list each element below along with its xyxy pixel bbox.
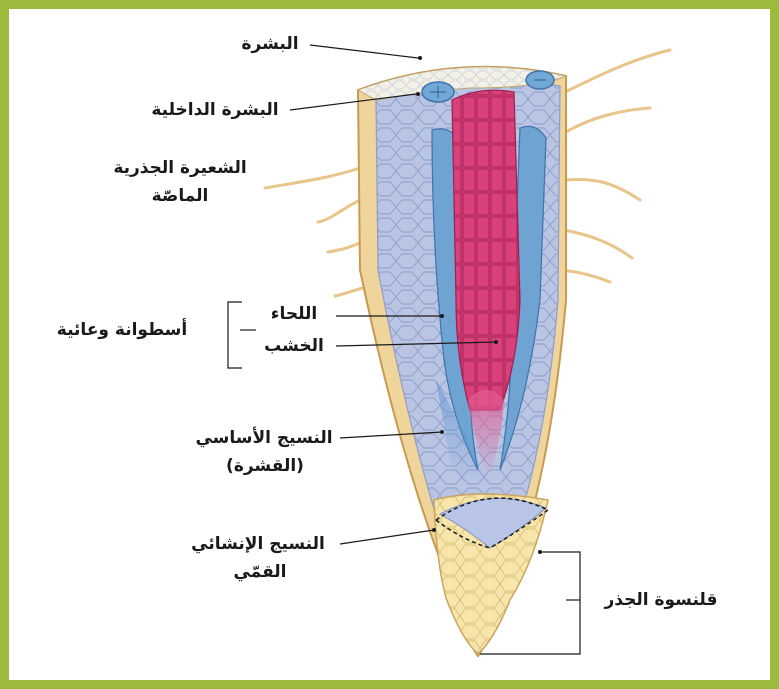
label-root-hair-line1: الشعيرة الجذرية xyxy=(100,158,260,178)
xylem xyxy=(452,90,520,410)
label-apical-meristem-line2: القمّي xyxy=(220,562,300,582)
label-apical-meristem-line1: النسيج الإنشائي xyxy=(180,534,336,554)
label-ground-tissue-line2: (القشرة) xyxy=(210,456,320,476)
label-epidermis: البشرة xyxy=(230,34,310,54)
label-phloem: اللحاء xyxy=(254,304,334,324)
label-root-hair-line2: الماصّة xyxy=(130,186,230,206)
label-xylem: الخشب xyxy=(254,336,334,356)
label-endodermis: البشرة الداخلية xyxy=(140,100,290,120)
label-ground-tissue-line1: النسيج الأساسي xyxy=(190,428,338,448)
label-vascular-cylinder: أسطوانة وعائية xyxy=(32,320,212,340)
label-root-cap: قلنسوة الجذر xyxy=(586,590,736,610)
